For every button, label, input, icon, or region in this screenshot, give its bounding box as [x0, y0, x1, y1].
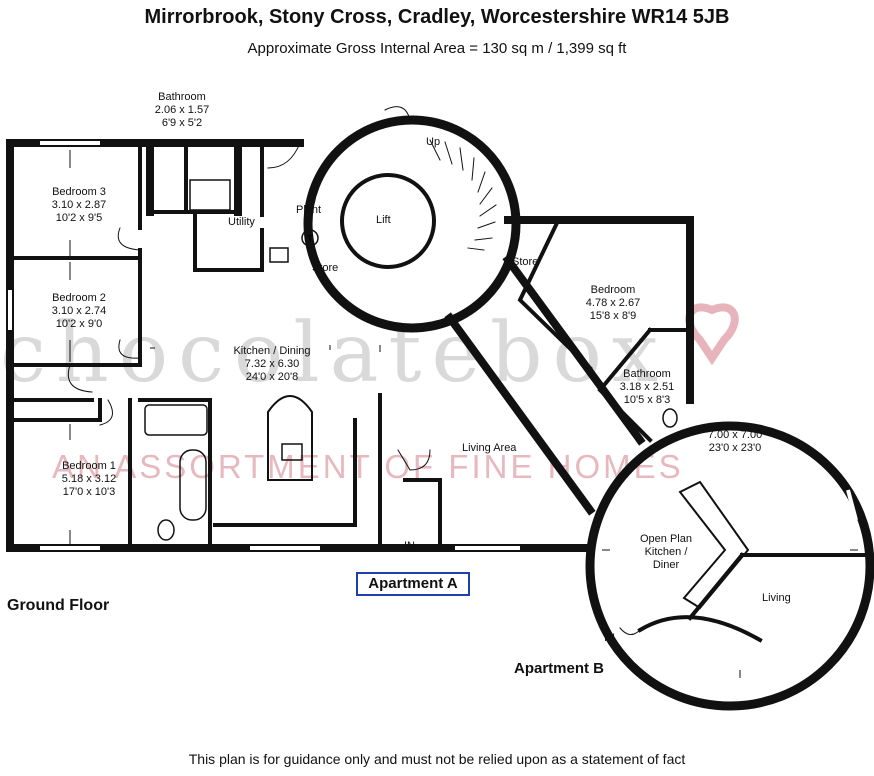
room-bedroom-1: Bedroom 1 5.18 x 3.12 17'0 x 10'3: [61, 460, 117, 498]
stairs-up-label: Up: [426, 136, 441, 148]
door-arcs: [67, 106, 641, 635]
room-bathroom-b: Bathroom 3.18 x 2.51 10'5 x 8'3: [619, 368, 675, 406]
tank-symbol: T: [307, 234, 313, 245]
room-living-area: Living Area: [462, 442, 517, 454]
outer-wall-right: [504, 216, 694, 404]
toilet-b-icon: [662, 408, 678, 428]
room-bedroom-b: Bedroom 4.78 x 2.67 15'8 x 8'9: [585, 284, 641, 322]
room-bedroom-3: Bedroom 3 3.10 x 2.87 10'2 x 9'5: [51, 186, 107, 224]
dimension-arrows: [69, 150, 858, 678]
bath-icon: [144, 404, 208, 436]
room-bathroom-a: Bathroom 2.06 x 1.57 6'9 x 5'2: [154, 91, 210, 129]
gross-area: Approximate Gross Internal Area = 130 sq…: [247, 40, 627, 57]
room-bedroom-2: Bedroom 2 3.10 x 2.74 10'2 x 9'0: [51, 292, 107, 330]
room-lift: Lift: [376, 214, 391, 226]
page-title: Mirrorbrook, Stony Cross, Cradley, Worce…: [144, 6, 730, 28]
floor-label: Ground Floor: [7, 597, 110, 614]
partition-walls: [12, 146, 382, 544]
living-inner-wall: [403, 478, 442, 550]
diagonal-wall-inner: [444, 312, 596, 516]
room-round-dimensions: 7.00 x 7.00 23'0 x 23'0: [707, 429, 763, 454]
apartment-b-label: Apartment B: [514, 660, 605, 677]
bedroom-b-walls: [517, 222, 692, 443]
outer-wall-apt-a: [6, 139, 589, 552]
stair-treads: [429, 139, 497, 251]
room-store-b: Store: [512, 256, 539, 268]
window-marks: [8, 141, 858, 621]
kitchen-island: [267, 395, 313, 481]
room-store-a: Store: [312, 262, 339, 274]
lift-shaft: [340, 173, 436, 269]
room-living: Living: [762, 592, 791, 604]
apartment-a-label: Apartment A: [356, 572, 470, 596]
room-plant: Plant: [296, 204, 322, 216]
hob-icon: [281, 443, 303, 461]
heart-logo-icon: [685, 303, 739, 366]
watermark-tagline: AN ASSORTMENT OF FINE HOMES: [52, 448, 684, 485]
entry-a-label: IN: [404, 540, 415, 552]
stair-drum-wall: [303, 115, 521, 333]
bathtub-icon: [179, 449, 207, 521]
inner-curved-wall: [637, 615, 763, 643]
room-open-plan: Open Plan Kitchen / Diner: [640, 533, 692, 571]
toilet-icon: [157, 519, 175, 541]
entry-b-label: IN: [604, 632, 615, 644]
room-kitchen-dining: Kitchen / Dining 7.32 x 6.30 24'0 x 20'8: [233, 345, 311, 383]
tank-circle: [301, 229, 319, 247]
round-room-wall: [585, 421, 874, 711]
room-utility: Utility: [228, 216, 255, 228]
sink-icon: [269, 247, 289, 263]
shower-icon: [189, 179, 231, 211]
disclaimer: This plan is for guidance only and must …: [188, 751, 686, 767]
kitchen-units: [678, 480, 750, 610]
